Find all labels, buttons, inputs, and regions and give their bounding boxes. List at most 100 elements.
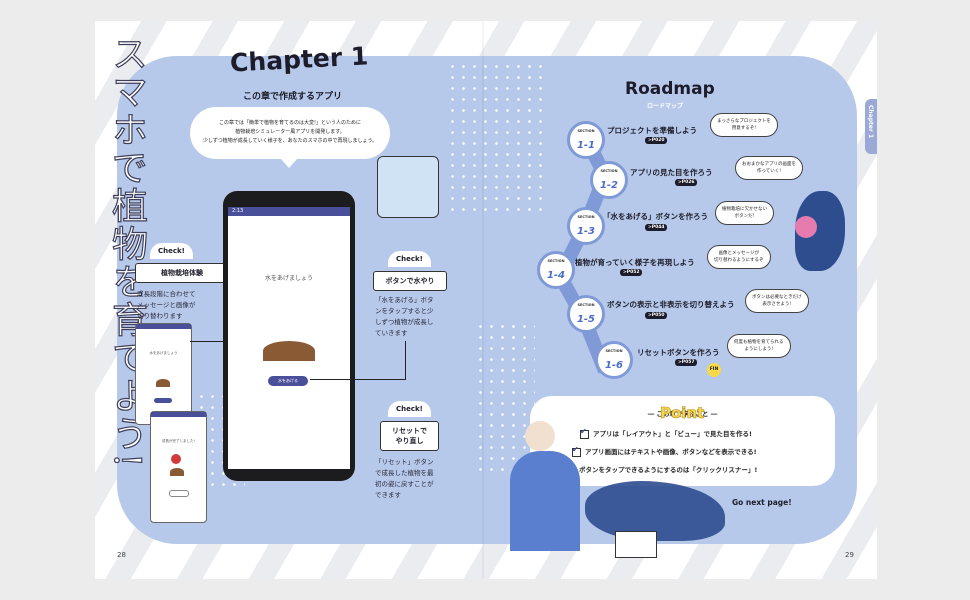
mini-message: 成長が完了しました! bbox=[162, 439, 195, 443]
mini-screenshot: 成長が完了しました! bbox=[150, 411, 207, 523]
point-item: ボタンをタップできるようにするのは「クリックリスナー」! bbox=[566, 463, 758, 475]
step-title: 植物が育っていく様子を再現しよう bbox=[575, 258, 695, 267]
note-line: 用意するぞ! bbox=[731, 126, 757, 131]
character-illustration bbox=[510, 451, 580, 551]
go-next-page[interactable]: Go next page! bbox=[732, 498, 792, 507]
soil-image bbox=[156, 379, 170, 387]
note-line: 植物栽培に欠かせない bbox=[722, 207, 767, 212]
check-text: 「水をあげる」ボタ ンをタップすると少 しずつ植物が成長し ていきます bbox=[375, 295, 455, 339]
section-number: 1-5 bbox=[576, 314, 596, 325]
section-badge: SECTION 1-5 bbox=[567, 295, 605, 333]
step-title: アプリの見た目を作ろう bbox=[630, 168, 713, 177]
point-item: アプリは「レイアウト」と「ビュー」で見た目を作る! bbox=[580, 427, 752, 439]
mini-screenshot: 水をあげましょう bbox=[135, 323, 192, 425]
check-tag: Check! bbox=[388, 401, 431, 417]
connector-line bbox=[405, 341, 406, 380]
check-label: 植物栽培体験 bbox=[135, 263, 229, 283]
phone-screen: 2:13 水をあげましょう 水をあげる bbox=[228, 207, 350, 469]
check-tag: Check! bbox=[150, 243, 193, 259]
text-line: 成長段階に合わせて bbox=[137, 290, 196, 298]
water-button[interactable]: 水をあげる bbox=[268, 376, 308, 386]
flower-image bbox=[171, 454, 181, 464]
mini-statusbar bbox=[151, 412, 206, 417]
text-line: 初の姿に戻すことが bbox=[375, 480, 434, 488]
point-title: Point bbox=[660, 404, 705, 423]
text-line: 「水をあげる」ボタ bbox=[375, 296, 434, 304]
page-number: 29 bbox=[845, 551, 854, 559]
text-line: できます bbox=[375, 491, 401, 499]
step-title: ボタンの表示と非表示を切り替えよう bbox=[607, 300, 735, 309]
intro-line: この章では「簡単で植物を育てるのは大変!」という人のために bbox=[218, 120, 361, 126]
mini-statusbar bbox=[136, 324, 191, 329]
note-line: ボタンだ! bbox=[734, 214, 755, 219]
text-line: しずつ植物が成長し bbox=[375, 318, 434, 326]
point-text: アプリ画面にはテキストや画像、ボタンなどを表示できる! bbox=[585, 448, 757, 456]
soil-image bbox=[263, 341, 315, 361]
step-note: 画像とメッセージが切り替わるようにするぞ bbox=[707, 245, 771, 269]
monster-illustration bbox=[795, 216, 817, 238]
section-label: SECTION bbox=[577, 303, 595, 307]
text-line: 切り替わります bbox=[137, 312, 183, 320]
section-number: 1-3 bbox=[576, 226, 596, 237]
page-gutter bbox=[482, 21, 484, 579]
intro-title: この章で作成するアプリ bbox=[242, 92, 342, 102]
text-line: ていきます bbox=[375, 329, 408, 337]
intro-line: 植物栽培シミュレーター風アプリを開発します。 bbox=[235, 129, 345, 135]
status-bar: 2:13 bbox=[228, 207, 350, 216]
page-number: 28 bbox=[117, 551, 126, 559]
phone-mockup: 2:13 水をあげましょう 水をあげる bbox=[223, 191, 355, 481]
page-reference[interactable]: >P020 bbox=[645, 137, 668, 144]
section-number: 1-4 bbox=[546, 270, 566, 281]
section-label: SECTION bbox=[600, 169, 618, 173]
section-badge: SECTION 1-2 bbox=[590, 161, 628, 199]
section-label: SECTION bbox=[547, 259, 565, 263]
connector-line bbox=[310, 379, 405, 380]
note-line: 何度も植物を育てられる bbox=[734, 340, 784, 345]
point-subtitle: ― この章で学ぶこと ― bbox=[647, 410, 718, 418]
text-line: ンをタップすると少 bbox=[375, 307, 434, 315]
point-text: ボタンをタップできるようにするのは「クリックリスナー」! bbox=[579, 466, 758, 474]
page-reference[interactable]: >P057 bbox=[675, 359, 698, 366]
section-label: SECTION bbox=[577, 129, 595, 133]
note-line: まっさらなプロジェクトを bbox=[717, 119, 771, 124]
check-tag: Check! bbox=[388, 251, 431, 267]
check-label: リセットで やり直し bbox=[380, 421, 439, 451]
screen-message: 水をあげましょう bbox=[264, 275, 313, 282]
text-line: で成長した植物を最 bbox=[375, 469, 434, 477]
section-number: 1-1 bbox=[576, 140, 596, 151]
page-reference[interactable]: >P044 bbox=[645, 224, 668, 231]
intro-line: 少しずつ植物が成長していく様子を、あなたのスマホの中で再現しましょう。 bbox=[202, 138, 378, 144]
note-line: おおまかなアプリの画面を bbox=[742, 162, 796, 167]
step-title: プロジェクトを準備しよう bbox=[607, 126, 697, 135]
check-label: ボタンで水やり bbox=[373, 271, 447, 291]
page-reference[interactable]: >P052 bbox=[620, 269, 643, 276]
checkbox-icon bbox=[580, 427, 589, 439]
roadmap-title: Roadmap bbox=[625, 79, 715, 99]
dot-pattern bbox=[447, 61, 547, 211]
section-label: SECTION bbox=[605, 349, 623, 353]
step-note: 何度も植物を育てられるようにしよう! bbox=[727, 334, 791, 358]
page-reference[interactable]: >P026 bbox=[675, 179, 698, 186]
section-number: 1-2 bbox=[599, 180, 619, 191]
connector-line bbox=[190, 341, 245, 342]
step-note: おおまかなアプリの画面を作っていく! bbox=[735, 156, 803, 180]
chart-illustration bbox=[615, 531, 657, 558]
note-line: 表示させよう! bbox=[762, 302, 792, 307]
tablet-illustration bbox=[377, 156, 439, 218]
section-badge: SECTION 1-1 bbox=[567, 121, 605, 159]
check-text: 「リセット」ボタン で成長した植物を最 初の姿に戻すことが できます bbox=[375, 457, 455, 501]
note-line: ボタンは必要なときだけ bbox=[752, 295, 802, 300]
note-line: 切り替わるようにするぞ bbox=[714, 258, 764, 263]
mini-message: 水をあげましょう bbox=[149, 351, 178, 355]
step-note: ボタンは必要なときだけ表示させよう! bbox=[745, 289, 809, 313]
page-reference[interactable]: >P050 bbox=[645, 312, 668, 319]
note-line: 画像とメッセージが bbox=[718, 251, 759, 256]
text-line: 「リセット」ボタン bbox=[375, 458, 434, 466]
character-head bbox=[525, 421, 555, 451]
section-badge: SECTION 1-4 bbox=[537, 251, 575, 289]
text-line: メッセージと画像が bbox=[137, 301, 196, 309]
chapter-tab[interactable]: Chapter 1 bbox=[865, 99, 877, 154]
intro-bubble: この章では「簡単で植物を育てるのは大変!」という人のために 植物栽培シミュレータ… bbox=[190, 107, 390, 168]
book-spread: スマホで植物を育てよう! Chapter 1 この章では「簡単で植物を育てるのは… bbox=[95, 21, 877, 579]
